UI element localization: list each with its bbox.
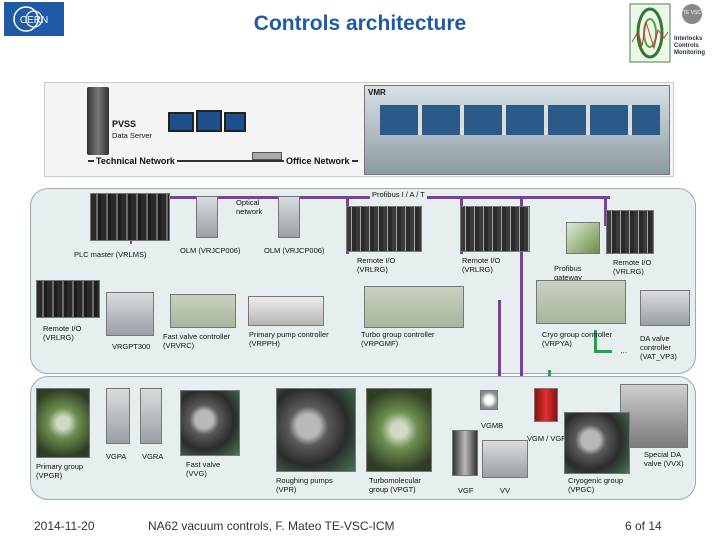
remote-io-2-photo [460, 206, 530, 252]
te-vsc-badge: TE VSC [682, 10, 702, 16]
olm-2-photo [278, 196, 300, 238]
footer-date: 2014-11-20 [34, 519, 95, 533]
cryo-link [594, 350, 612, 353]
monitor-icon [224, 112, 246, 132]
svg-text:CERN: CERN [20, 15, 48, 26]
vgpa-photo [106, 388, 130, 444]
optical-network-label: Optical network [236, 198, 263, 216]
plc-master-label: PLC master (VRLMS) [74, 250, 147, 259]
te-vsc-text: Interlocks Controls Monitoring [674, 36, 705, 56]
cryogenic-group-label: Cryogenic group (VPGC) [568, 476, 624, 494]
roughing-pumps-photo [276, 388, 356, 472]
page-title: Controls architecture [253, 12, 467, 35]
office-network-label: Office Network [284, 156, 352, 166]
technical-network-label: Technical Network [94, 156, 177, 166]
footer-page-number: 6 of 14 [625, 519, 662, 533]
plc-master-photo [90, 193, 170, 241]
vgm-vgf-label: VGM / VGF [527, 434, 566, 443]
remote-io-1-photo [346, 206, 422, 252]
vv-photo [482, 440, 528, 478]
vmr-label: VMR [368, 88, 386, 97]
vgmb-photo [480, 390, 498, 410]
te-vsc-logo: TE VSC Interlocks Controls Monitoring [628, 2, 718, 64]
vgmb-label: VGMB [481, 421, 504, 430]
turbomolecular-group-label: Turbomolecular group (VPGT) [369, 476, 421, 494]
vv-label: VV [500, 486, 511, 495]
vrgpt300-label: VRGPT300 [112, 342, 151, 351]
vgm-vgf-photo [534, 388, 558, 422]
monitor-icon [168, 112, 194, 132]
olm-1-label: OLM (VRJCP006) [180, 246, 241, 255]
vgra-photo [140, 388, 162, 444]
pvss-title: PVSS [112, 119, 137, 129]
turbo-group-controller-photo [364, 286, 464, 328]
footer-caption: NA62 vacuum controls, F. Mateo TE-VSC-IC… [148, 519, 395, 533]
primary-pump-controller-photo [248, 296, 324, 326]
vgra-label: VGRA [142, 452, 164, 461]
technical-network-line [88, 160, 358, 162]
profibus-gateway-photo [566, 222, 600, 254]
remote-io-2-label: Remote I/O (VRLRG) [462, 256, 501, 274]
network-switch-icon [252, 152, 282, 160]
primary-group-label: Primary group (VPGR) [36, 462, 84, 480]
remote-io-left-photo [36, 280, 100, 318]
remote-io-3-photo [606, 210, 654, 254]
da-valve-controller-label: DA valve controller (VAT_VP3) [640, 334, 677, 361]
primary-group-photo [36, 388, 90, 458]
special-da-valve-label: Special DA valve (VVX) [644, 450, 684, 468]
da-valve-controller-photo [640, 290, 690, 326]
fast-valve-controller-photo [170, 294, 236, 328]
cryo-group-controller-photo [536, 280, 626, 324]
control-room-screens [380, 105, 660, 135]
pvss-subtitle: Data Server [112, 131, 153, 140]
fast-valve-controller-label: Fast valve controller (VRVRC) [163, 332, 231, 350]
turbo-group-controller-label: Turbo group controller (VRPGMF) [361, 330, 435, 348]
remote-io-1-label: Remote I/O (VRLRG) [357, 256, 396, 274]
olm-2-label: OLM (VRJCP006) [264, 246, 325, 255]
cryo-link [594, 330, 597, 352]
fast-valve-label: Fast valve (VVG) [186, 460, 221, 478]
fast-valve-photo [180, 390, 240, 456]
vrgpt300-photo [106, 292, 154, 336]
olm-1-photo [196, 196, 218, 238]
vgf-photo [452, 430, 478, 476]
profibus-vertical [498, 300, 501, 390]
roughing-pumps-label: Roughing pumps (VPR) [276, 476, 333, 494]
turbomolecular-group-photo [366, 388, 432, 472]
remote-io-left-label: Remote I/O (VRLRG) [43, 324, 82, 342]
cern-logo: CERN [4, 2, 64, 36]
primary-pump-controller-label: Primary pump controller (VRPPH) [249, 330, 329, 348]
profibus-label: Profibus I / A / T [370, 190, 427, 199]
vgf-label: VGF [458, 486, 474, 495]
profibus-drop [604, 196, 607, 226]
special-da-valve-photo [620, 384, 688, 448]
monitor-icon [196, 110, 222, 132]
vgpa-label: VGPA [106, 452, 127, 461]
cryo-group-controller-label: Cryo group controller (VRPYA) [542, 330, 613, 348]
remote-io-3-label: Remote I/O (VRLRG) [613, 258, 652, 276]
cryo-ellipsis: … [620, 346, 628, 355]
profibus-vertical [520, 196, 523, 394]
cryogenic-group-photo [564, 412, 630, 474]
server-icon [87, 87, 109, 155]
